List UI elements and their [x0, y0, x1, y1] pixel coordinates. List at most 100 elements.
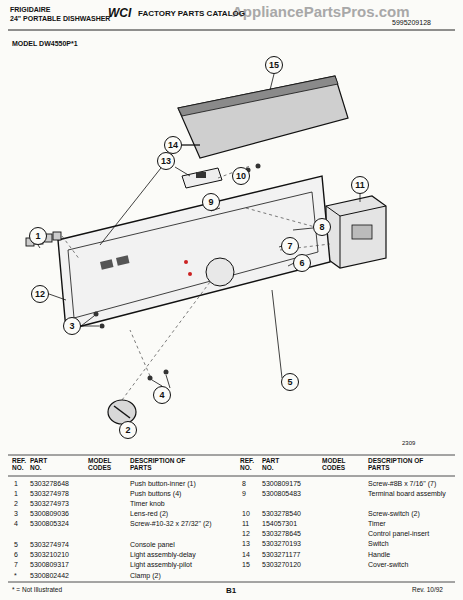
callout-circle: 9 — [202, 193, 220, 211]
part-number: 5303278648 — [30, 480, 69, 488]
dial-ring — [206, 258, 234, 286]
callout-circle: 3 — [63, 317, 81, 335]
part-number: 154057301 — [262, 520, 297, 528]
callout-number: 13 — [161, 156, 171, 166]
callout-circle: 10 — [232, 167, 250, 185]
ref-number: 9 — [242, 490, 246, 498]
figure-number: 2309 — [402, 440, 415, 447]
table-header: REF. NO. — [12, 457, 30, 472]
callout-number: 3 — [69, 321, 74, 331]
callout-circle: 2 — [119, 421, 137, 439]
part-description: Timer knob — [130, 500, 230, 508]
callout-number: 12 — [35, 289, 45, 299]
part-number: 5303270193 — [262, 540, 301, 548]
part-number: 5300809036 — [30, 510, 69, 518]
ref-number: 6 — [14, 551, 18, 559]
part-number: 5303278645 — [262, 530, 301, 538]
part-number: 5303278540 — [262, 510, 301, 518]
part-number: 5303271177 — [262, 551, 300, 559]
table-header: MODEL CODES — [322, 457, 352, 472]
table-rules — [8, 455, 455, 582]
leader-lines — [38, 74, 360, 424]
watermark: AppliancePartsPros.com — [232, 3, 410, 20]
callout-number: 8 — [319, 222, 324, 232]
part-description: Timer — [368, 520, 452, 528]
part-number: 5303210210 — [30, 551, 69, 559]
ref-number: * — [14, 572, 17, 580]
callout-circle: 4 — [153, 386, 171, 404]
logo: WCI — [108, 7, 131, 21]
model-number: MODEL DW4550P*1 — [12, 40, 78, 48]
callout-number: 7 — [287, 241, 292, 251]
part-description: Push button-inner (1) — [130, 480, 230, 488]
callout-circle: 6 — [293, 254, 311, 272]
switch-toggle — [196, 172, 206, 178]
timer-knob — [108, 400, 136, 424]
callout-circle: 14 — [164, 136, 182, 154]
callout-number: 15 — [269, 60, 279, 70]
revision: Rev. 10/92 — [412, 586, 443, 593]
screw — [256, 164, 261, 169]
timer — [326, 196, 386, 268]
callout-circle: 12 — [31, 285, 49, 303]
ref-number: 14 — [242, 551, 250, 559]
callout-circle: 5 — [281, 373, 299, 391]
callout-number: 10 — [236, 171, 246, 181]
product-name: 24" PORTABLE DISHWASHER — [10, 15, 110, 23]
catalog-title: FACTORY PARTS CATALOG — [138, 9, 245, 18]
ref-number: 7 — [14, 561, 18, 569]
ref-number: 4 — [14, 520, 18, 528]
ref-number: 15 — [242, 561, 250, 569]
part-description: Push buttons (4) — [130, 490, 230, 498]
callout-number: 6 — [299, 258, 304, 268]
part-number: 5303274974 — [30, 541, 69, 549]
callout-circle: 7 — [281, 237, 299, 255]
catalog-number: 5995209128 — [392, 19, 431, 27]
part-description: Handle — [368, 551, 452, 559]
part-description: Screw-#10-32 x 27/32" (2) — [130, 520, 230, 528]
ref-number: 5 — [14, 541, 18, 549]
part-number: 5300809317 — [30, 561, 69, 569]
part-description: Screw-#8B x 7/16" (7) — [368, 480, 452, 488]
callout-circle: 11 — [351, 176, 369, 194]
part-description: Cover-switch — [368, 561, 452, 569]
page-number: B1 — [226, 586, 236, 595]
callout-circle: 1 — [29, 227, 47, 245]
control-panel-insert — [68, 192, 318, 318]
callout-circle: 8 — [313, 218, 331, 236]
part-description: Console panel — [130, 541, 230, 549]
ref-number: 1 — [14, 490, 18, 498]
table-header: PART NO. — [262, 457, 292, 472]
ref-number: 2 — [14, 500, 18, 508]
table-header: DESCRIPTION OF PARTS — [368, 457, 430, 472]
ref-number: 1 — [14, 480, 18, 488]
table-header: PART NO. — [30, 457, 60, 472]
part-number: 5300802442 — [30, 572, 69, 580]
ref-number: 11 — [242, 520, 249, 528]
part-description: Lens-red (2) — [130, 510, 230, 518]
ref-number: 12 — [242, 530, 250, 538]
callout-number: 14 — [168, 140, 178, 150]
header-rule — [8, 30, 455, 31]
brand: FRIGIDAIRE — [10, 6, 50, 14]
switch-cover-edge — [178, 76, 338, 116]
ref-number: 8 — [242, 480, 246, 488]
ref-number: 13 — [242, 540, 250, 548]
ref-number: 10 — [242, 510, 250, 518]
part-description: Screw-switch (2) — [368, 510, 452, 518]
part-description: Light assembly-delay — [130, 551, 230, 559]
callout-number: 2 — [125, 425, 130, 435]
table-header: DESCRIPTION OF PARTS — [130, 457, 192, 472]
callout-circle: 13 — [157, 152, 175, 170]
part-number: 5300809175 — [262, 480, 301, 488]
callout-circle: 15 — [265, 56, 283, 74]
callout-number: 1 — [35, 231, 40, 241]
part-description: Control panel-insert — [368, 530, 452, 538]
switch — [182, 168, 222, 188]
part-number: 5303270120 — [262, 561, 301, 569]
callout-number: 5 — [287, 377, 292, 387]
part-description: Switch — [368, 540, 452, 548]
part-number: 5303274973 — [30, 500, 69, 508]
table-header: REF. NO. — [240, 457, 258, 472]
part-description: Clamp (2) — [130, 572, 230, 580]
